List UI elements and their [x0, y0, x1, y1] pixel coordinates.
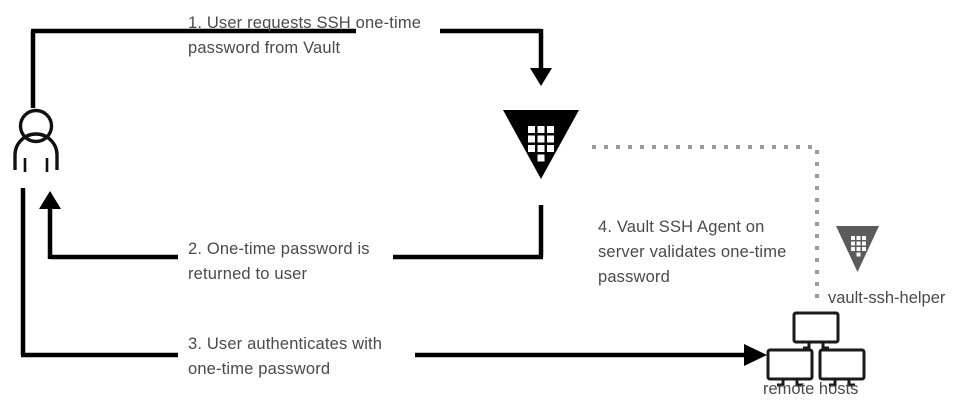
step3-connector	[20, 188, 767, 366]
step2-arrowhead-up	[39, 191, 61, 209]
user-body-icon	[13, 132, 59, 170]
monitor-right-icon	[818, 348, 866, 387]
user-icon	[13, 108, 59, 172]
user-head-icon	[18, 108, 54, 144]
step3-arrowhead-right	[744, 344, 767, 366]
step1-label: 1. User requests SSH one-time password f…	[188, 14, 422, 57]
vault-triangle-shape	[503, 110, 579, 179]
step1-connector	[30, 28, 552, 108]
vault-helper-logo-icon	[836, 226, 879, 272]
step4-dotted-path	[592, 145, 819, 300]
vault-helper-grid-glyph	[851, 236, 866, 257]
vault-logo-icon	[503, 110, 579, 179]
remote-hosts-icon	[766, 311, 866, 387]
step2-connector	[39, 191, 544, 260]
vault-grid-glyph	[528, 126, 554, 162]
remote-hosts-caption: remote hosts	[763, 380, 859, 398]
step2-label: 2. One-time password is returned to user	[188, 240, 370, 283]
monitor-left-icon	[766, 348, 814, 387]
step1-arrowhead-down	[530, 68, 552, 86]
step3-label: 3. User authenticates with one-time pass…	[188, 335, 383, 378]
vault-ssh-helper-caption: vault-ssh-helper	[828, 289, 946, 307]
monitor-top-icon	[792, 311, 840, 350]
step4-label: 4. Vault SSH Agent on server validates o…	[598, 218, 787, 286]
step4-connector	[592, 145, 819, 300]
